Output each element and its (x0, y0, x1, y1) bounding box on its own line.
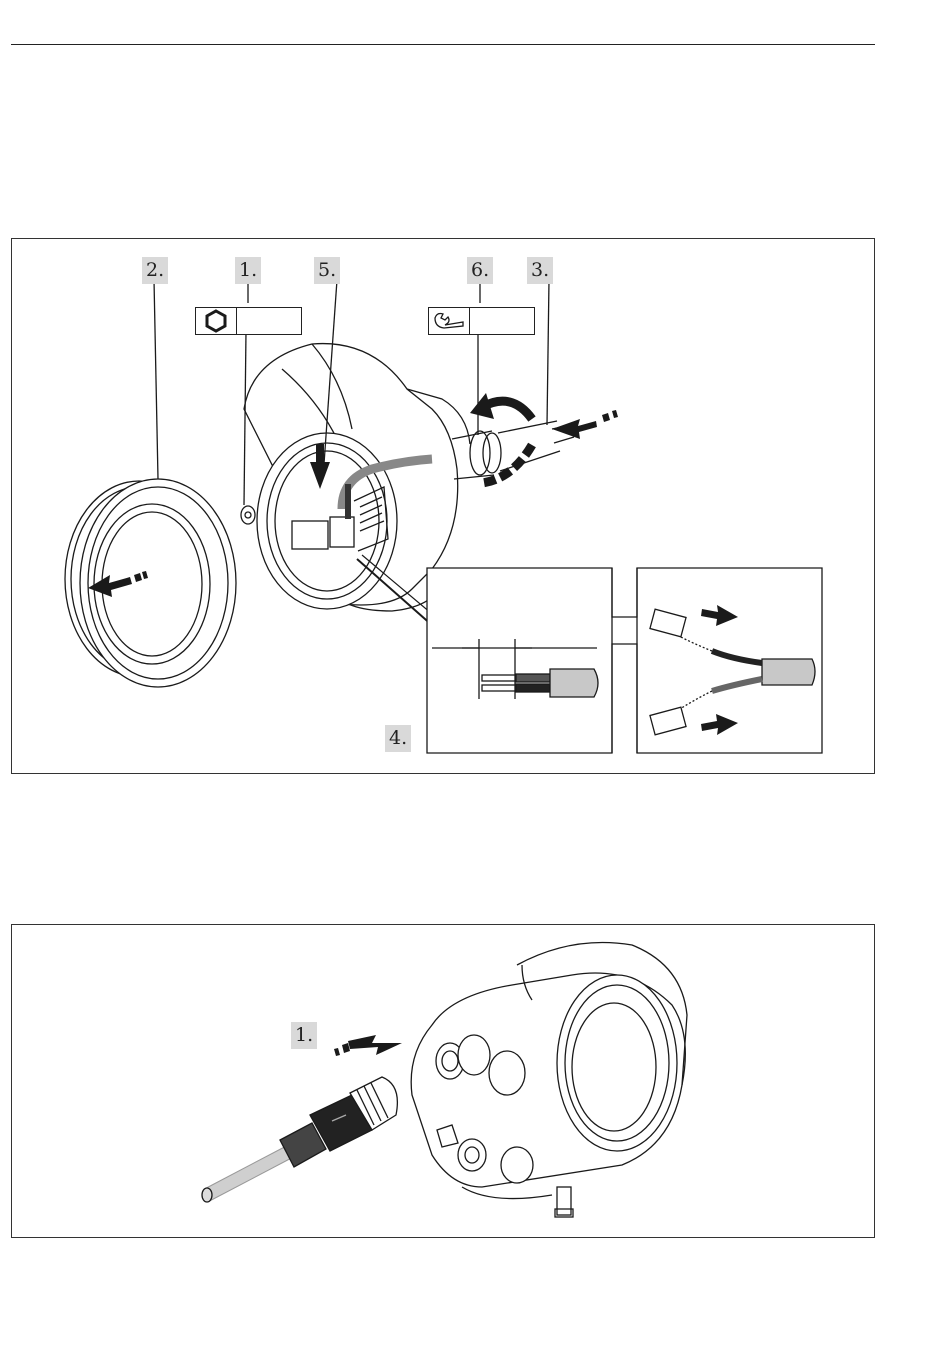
insert-arrow (334, 1035, 402, 1056)
transmitter-housing (411, 943, 687, 1218)
step-label-3: 3. (527, 257, 553, 284)
step-label-2: 2. (142, 257, 168, 284)
header-rule (11, 44, 875, 45)
step-label-1: 1. (291, 1022, 317, 1049)
m12-plug-cable (202, 1077, 397, 1202)
housing-cover (65, 479, 236, 687)
figure-2-artwork (12, 925, 874, 1237)
hex-key-icon (196, 308, 237, 334)
step-label-4: 4. (385, 725, 411, 752)
step-label-1: 1. (235, 257, 261, 284)
wrench-icon (429, 308, 470, 334)
tool-box-hex-key (195, 307, 302, 335)
step-label-6: 6. (467, 257, 493, 284)
step-label-5: 5. (314, 257, 340, 284)
figure-plug-connection: 1. (11, 924, 875, 1238)
tool-box-wrench (428, 307, 535, 335)
figure-cable-connection-terminals: 2. 1. 5. 6. 3. 4. (11, 238, 875, 774)
